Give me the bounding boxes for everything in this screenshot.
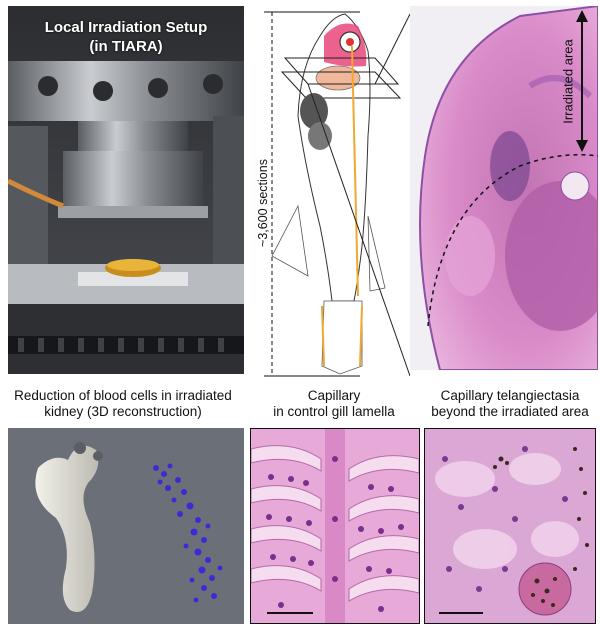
setup-photo-panel: Local Irradiation Setup (in TIARA)	[8, 6, 244, 374]
control-caption-line2: in control gill lamella	[273, 404, 395, 419]
kidney-3d-panel	[8, 428, 244, 624]
setup-title-line1: Local Irradiation Setup	[44, 19, 208, 36]
kidney-caption: Reduction of blood cells in irradiated k…	[0, 388, 246, 420]
kidney-3d-render	[35, 442, 223, 612]
blood-cells-cloud	[153, 463, 223, 603]
control-caption: Capillary in control gill lamella	[248, 388, 420, 420]
irradiated-area-label: Irradiated area	[560, 39, 576, 124]
he-cross-section	[419, 6, 598, 370]
setup-title: Local Irradiation Setup (in TIARA)	[8, 18, 244, 56]
fish-schematic-panel: ~3,600 sections	[250, 6, 410, 380]
sections-count-label: ~3,600 sections	[256, 159, 270, 247]
kidney-caption-line2: kidney (3D reconstruction)	[44, 404, 202, 419]
fish-schematic	[264, 11, 410, 377]
control-gill-micrograph	[251, 429, 419, 623]
telangiectasia-micrograph	[425, 429, 595, 623]
setup-title-line2: (in TIARA)	[89, 38, 163, 55]
irradiated-boundary	[427, 154, 598, 327]
kidney-caption-line1: Reduction of blood cells in irradiated	[14, 388, 232, 403]
control-caption-line1: Capillary	[307, 388, 361, 403]
telangiectasia-caption-line2: beyond the irradiated area	[431, 404, 589, 419]
telangiectasia-caption: Capillary telangiectasia beyond the irra…	[420, 388, 600, 420]
setup-photo	[8, 6, 244, 374]
histology-panel: Irradiated area	[410, 6, 598, 370]
kidney-model	[35, 445, 99, 612]
telangiectasia-panel	[424, 428, 596, 624]
fish-tail	[321, 300, 363, 375]
control-gill-panel	[250, 428, 420, 624]
telangiectasia-caption-line1: Capillary telangiectasia	[440, 388, 580, 403]
